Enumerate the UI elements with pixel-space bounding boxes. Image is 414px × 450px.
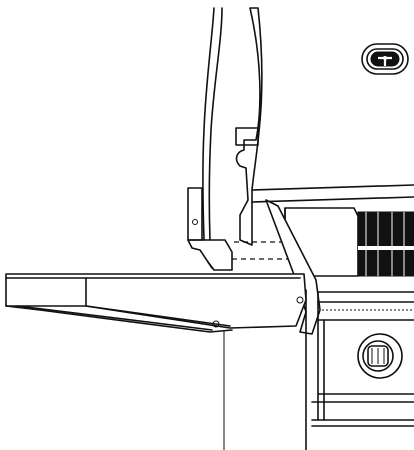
screw-tool-icon: [361, 43, 409, 75]
side-shelf: [5, 273, 307, 333]
grill-lid: [202, 7, 263, 246]
control-knob-icon: [357, 333, 403, 379]
shelf-bracket: [187, 187, 233, 271]
